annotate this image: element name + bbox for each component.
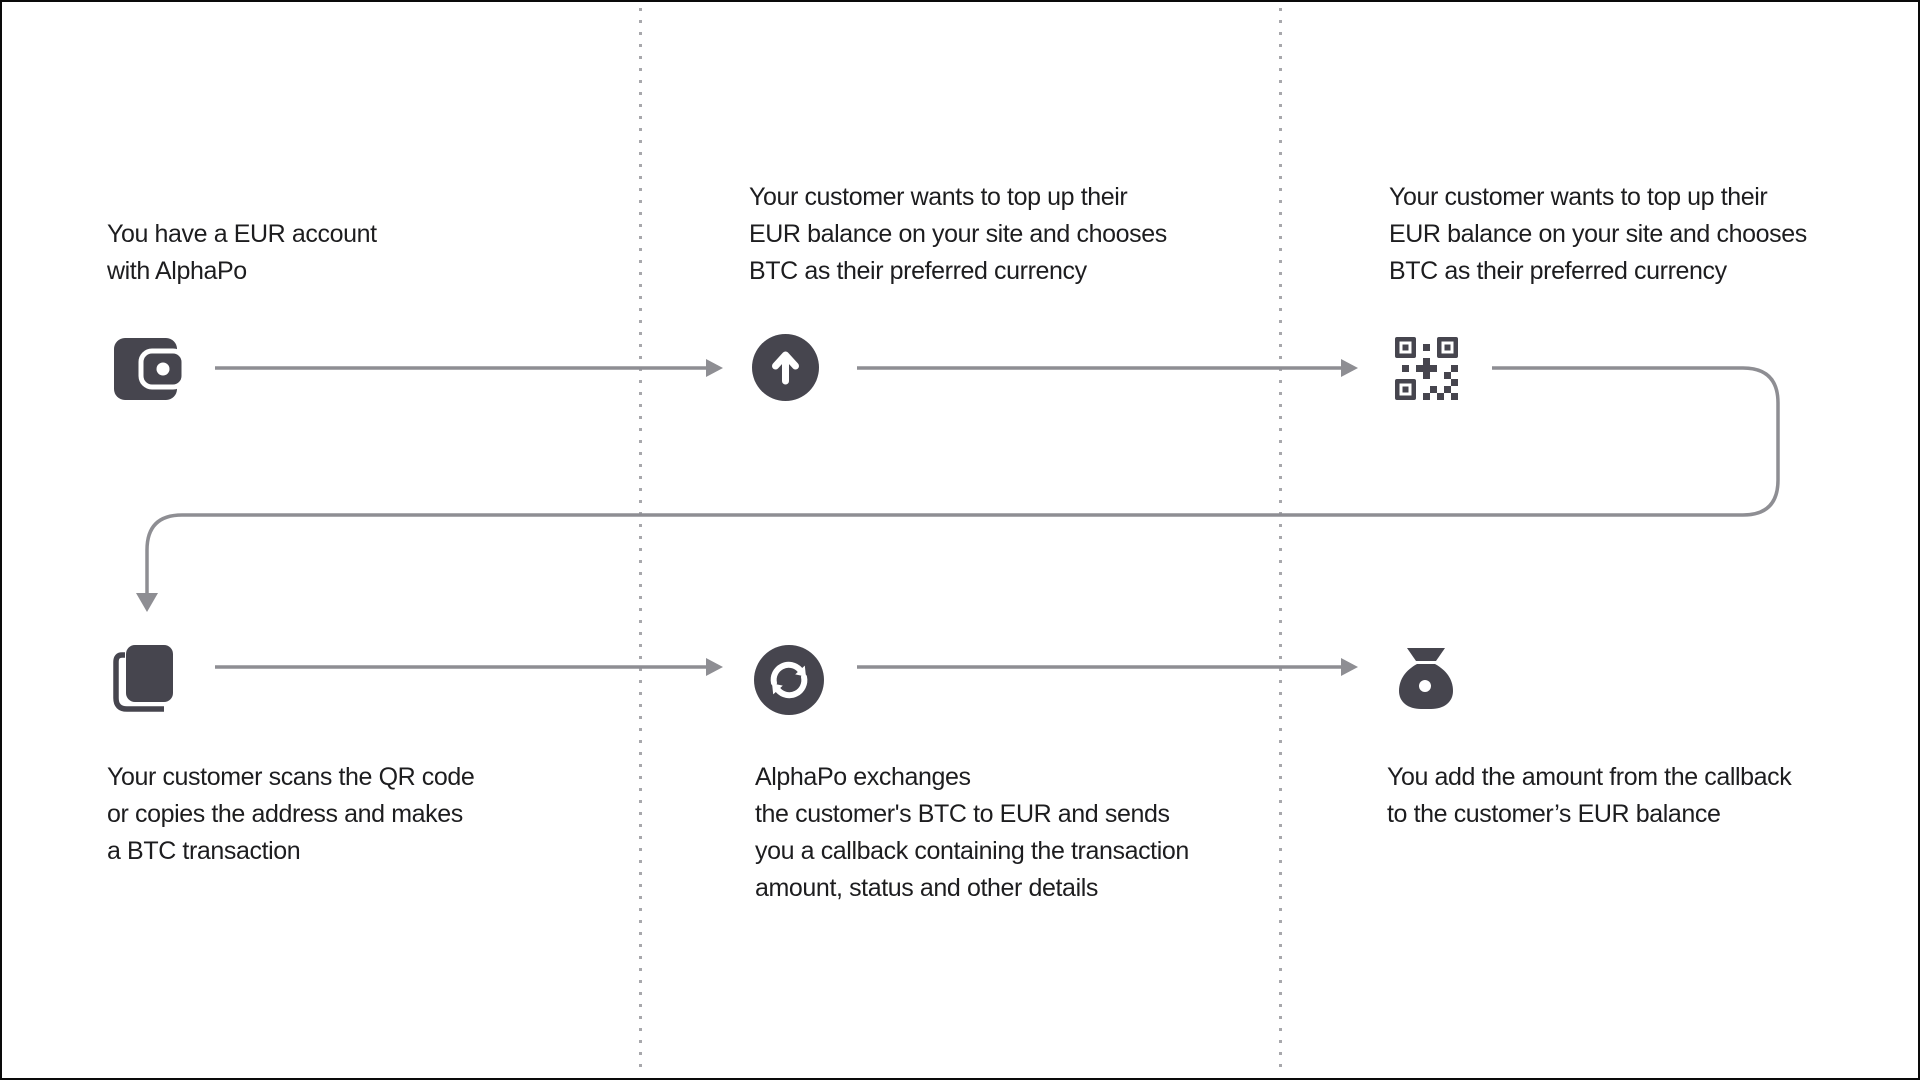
- step-6-caption: You add the amount from the callback to …: [1387, 763, 1792, 828]
- qr-finder-bottom-left: [1395, 379, 1416, 400]
- flow-arrow-bottom-1: [215, 658, 723, 676]
- step-3-caption: Your customer wants to top up their EUR …: [1389, 183, 1807, 285]
- step-1-caption: You have a EUR account with AlphaPo: [107, 220, 377, 285]
- step-4-caption: Your customer scans the QR code or copie…: [107, 763, 475, 865]
- step-5-caption: AlphaPo exchanges the customer's BTC to …: [755, 763, 1189, 902]
- top-up-arrow-icon: [752, 334, 819, 401]
- qr-finder-top-left: [1395, 337, 1416, 358]
- column-divider-left: [639, 8, 642, 1074]
- flow-arrow-bottom-2: [857, 658, 1358, 676]
- exchange-sync-icon: [754, 645, 824, 715]
- step-2-caption: Your customer wants to top up their EUR …: [749, 183, 1167, 285]
- money-bag-icon: [1399, 648, 1453, 709]
- qr-modules: [1402, 344, 1458, 400]
- flow-arrow-top-1: [215, 359, 723, 377]
- flow-wrap-connector: [136, 366, 1780, 612]
- qr-finder-top-right: [1437, 337, 1458, 358]
- wallet-icon: [114, 338, 186, 400]
- flow-arrow-top-2: [857, 359, 1358, 377]
- sync-arrows: [770, 661, 808, 699]
- qr-code-icon: [1395, 337, 1458, 400]
- column-divider-right: [1279, 8, 1282, 1074]
- copy-address-icon: [113, 645, 173, 712]
